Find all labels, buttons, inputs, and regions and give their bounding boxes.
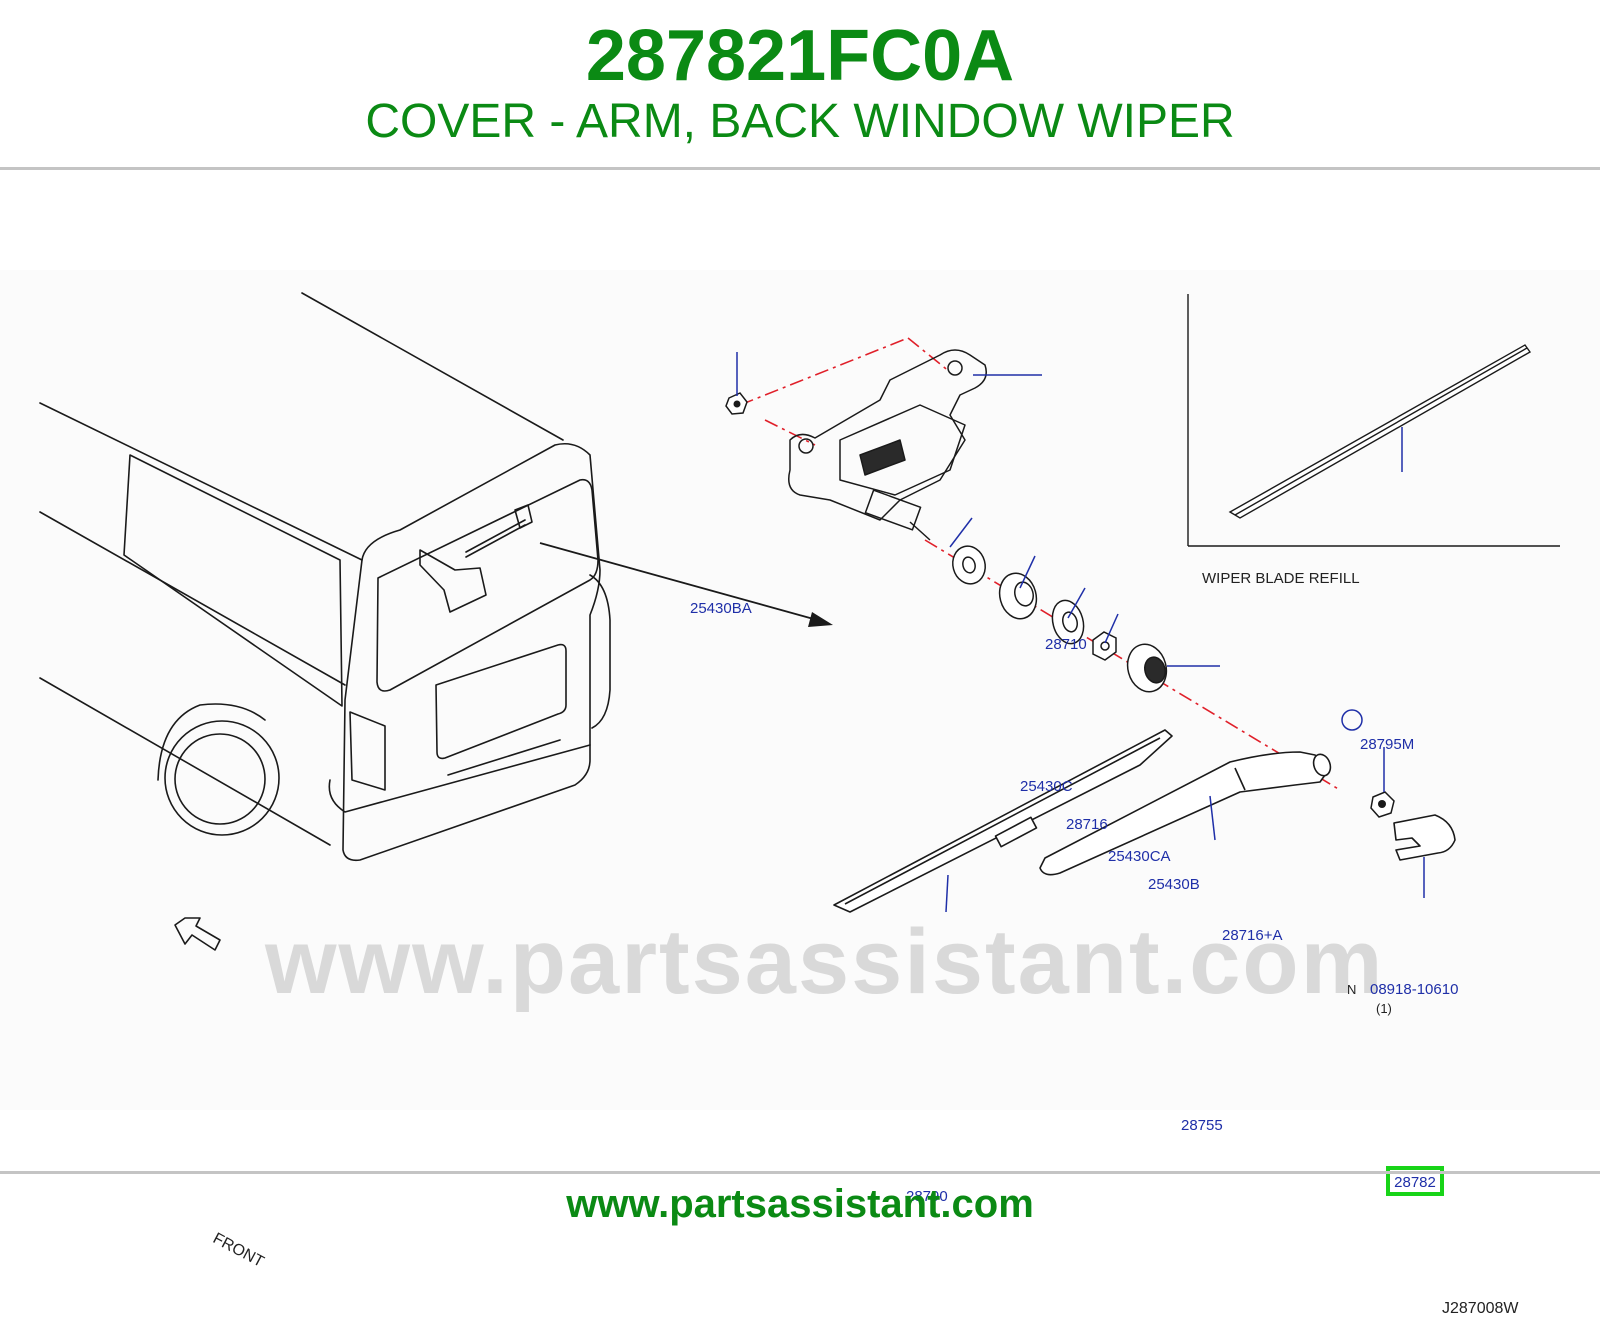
callout-arrow-head: [808, 612, 833, 627]
quantity-label: (1): [1376, 1001, 1392, 1016]
front-direction-label: FRONT: [210, 1230, 267, 1271]
watermark-text: www.partsassistant.com: [265, 911, 1385, 1013]
part-28790-wiper-blade: [833, 729, 1173, 913]
page-header: 287821FC0A COVER - ARM, BACK WINDOW WIPE…: [0, 0, 1600, 170]
label-28790[interactable]: 28790: [906, 1188, 948, 1205]
callout-arrow-line: [539, 542, 829, 624]
diagram-drawing: [39, 292, 1560, 951]
label-28716A[interactable]: 28716+A: [1222, 927, 1283, 944]
inset-title: WIPER BLADE REFILL: [1202, 570, 1360, 587]
refill-inset: [1187, 294, 1560, 547]
label-28795M[interactable]: 28795M: [1360, 736, 1415, 753]
wiper-motor: [788, 349, 987, 541]
label-25430B[interactable]: 25430B: [1148, 876, 1200, 893]
part-number-title: 287821FC0A: [585, 16, 1015, 96]
n-symbol-badge: N: [1347, 982, 1357, 997]
part-25430BA-nut: [725, 392, 748, 415]
van-outline: [39, 292, 611, 951]
part-28755-wiper-arm: [1039, 751, 1332, 876]
shaft-parts: [952, 545, 1168, 693]
label-28782[interactable]: 28782: [1394, 1174, 1436, 1191]
label-28755[interactable]: 28755: [1181, 1117, 1223, 1134]
diagram-code: J287008W: [1442, 1300, 1519, 1317]
label-leaders: [736, 352, 1425, 913]
label-28710[interactable]: 28710: [1045, 636, 1087, 653]
part-28782-arm-cover: [1393, 814, 1456, 861]
label-25430C[interactable]: 25430C: [1020, 778, 1073, 795]
label-25430CA[interactable]: 25430CA: [1108, 848, 1171, 865]
part-08918-nut: [1370, 791, 1395, 818]
top-divider: [0, 167, 1600, 170]
part-description: COVER - ARM, BACK WINDOW WIPER: [365, 95, 1235, 148]
label-25430BA[interactable]: 25430BA: [690, 600, 752, 617]
label-08918-10610[interactable]: 08918-10610: [1370, 981, 1459, 998]
footer-website-link[interactable]: www.partsassistant.com: [566, 1182, 1034, 1226]
label-28716[interactable]: 28716: [1066, 816, 1108, 833]
bottom-divider: [0, 1171, 1600, 1174]
parts-diagram: www.partsassistant.com 25430BA 28710 254…: [0, 270, 1600, 1317]
assembly-leader-lines: [739, 337, 1341, 791]
